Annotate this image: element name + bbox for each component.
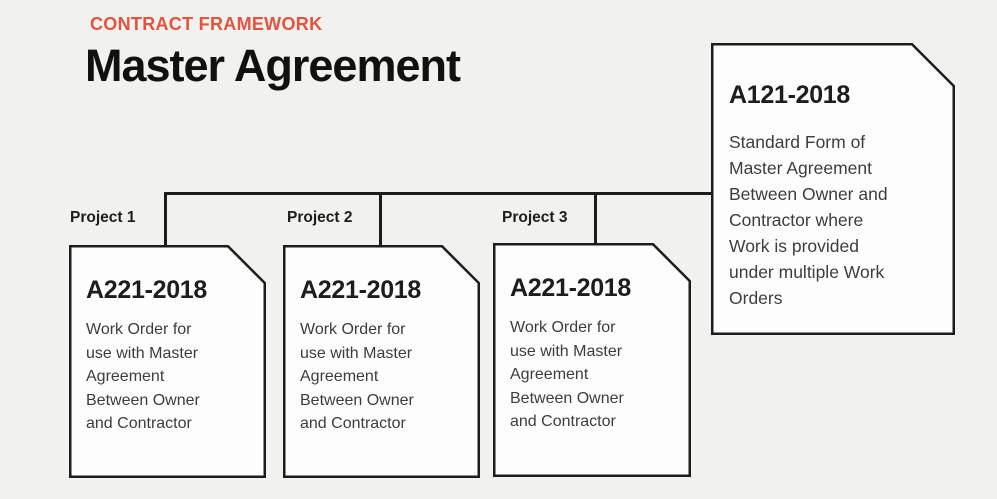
connector-drop-project-2 [379, 192, 382, 247]
page-title: Master Agreement [85, 40, 461, 91]
project-1-card-title: A221-2018 [86, 276, 208, 304]
project-2-card: A221-2018 Work Order for use with Master… [283, 245, 480, 478]
connector-drop-project-1 [164, 192, 167, 247]
project-3-card-description: Work Order for use with Master Agreement… [510, 319, 624, 430]
document-shape-icon [711, 43, 955, 335]
project-2-card-title: A221-2018 [300, 276, 422, 304]
master-agreement-card: A121-2018 Standard Form of Master Agreem… [711, 43, 955, 335]
document-shape-icon [69, 245, 266, 478]
project-2-label: Project 2 [287, 209, 353, 226]
project-1-label: Project 1 [70, 209, 136, 226]
project-3-card: A221-2018 Work Order for use with Master… [493, 243, 691, 477]
connector-drop-project-3 [594, 192, 597, 245]
project-1-card: A221-2018 Work Order for use with Master… [69, 245, 266, 478]
project-3-card-title: A221-2018 [510, 274, 632, 302]
connector-horizontal-line [164, 192, 713, 195]
master-card-description: Standard Form of Master Agreement Betwee… [729, 132, 888, 308]
master-card-title: A121-2018 [729, 81, 851, 109]
eyebrow-label: CONTRACT FRAMEWORK [90, 14, 323, 34]
document-shape-icon [493, 243, 691, 477]
document-shape-icon [283, 245, 480, 478]
project-1-card-description: Work Order for use with Master Agreement… [86, 321, 200, 432]
project-3-label: Project 3 [502, 209, 568, 226]
project-2-card-description: Work Order for use with Master Agreement… [300, 321, 414, 432]
